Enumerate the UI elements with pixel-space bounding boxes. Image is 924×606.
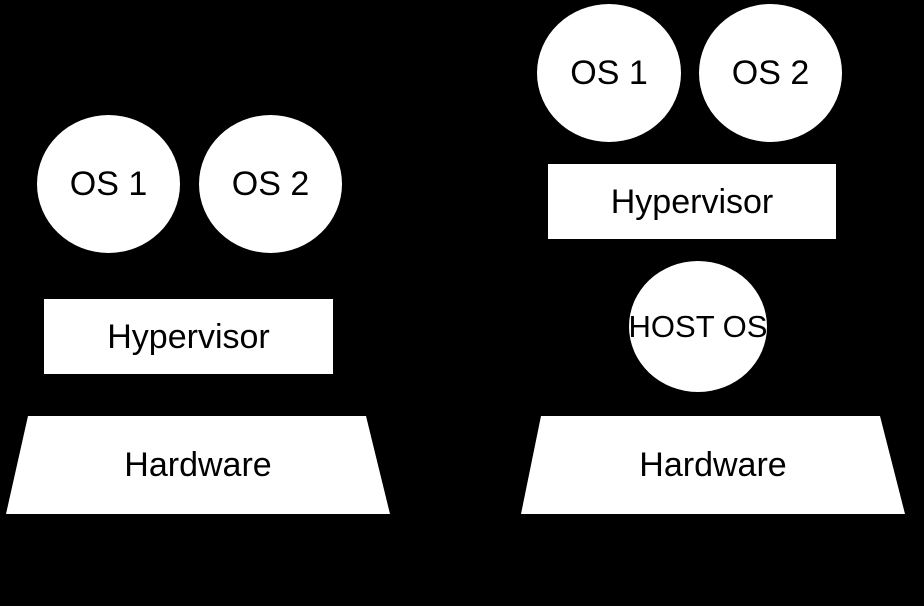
right-os1-circle: OS 1 <box>537 4 681 142</box>
host-os-label: HOST OS <box>628 309 768 344</box>
left-os2-label: OS 2 <box>231 165 310 203</box>
left-os1-circle: OS 1 <box>37 115 180 253</box>
left-os1-label: OS 1 <box>69 165 148 203</box>
right-hypervisor-rect: Hypervisor <box>548 164 836 239</box>
right-os2-label: OS 2 <box>731 54 810 92</box>
right-hardware-label: Hardware <box>639 446 787 484</box>
left-hypervisor-rect: Hypervisor <box>44 299 333 374</box>
left-hardware-trapezoid: Hardware <box>6 416 390 514</box>
right-os2-circle: OS 2 <box>699 4 842 142</box>
right-hardware-trapezoid: Hardware <box>521 416 905 514</box>
host-os-circle: HOST OS <box>629 261 767 392</box>
left-os2-circle: OS 2 <box>199 115 342 253</box>
left-hypervisor-label: Hypervisor <box>107 317 270 356</box>
left-hardware-label: Hardware <box>124 446 272 484</box>
right-hypervisor-label: Hypervisor <box>610 182 774 221</box>
right-os1-label: OS 1 <box>570 54 648 92</box>
